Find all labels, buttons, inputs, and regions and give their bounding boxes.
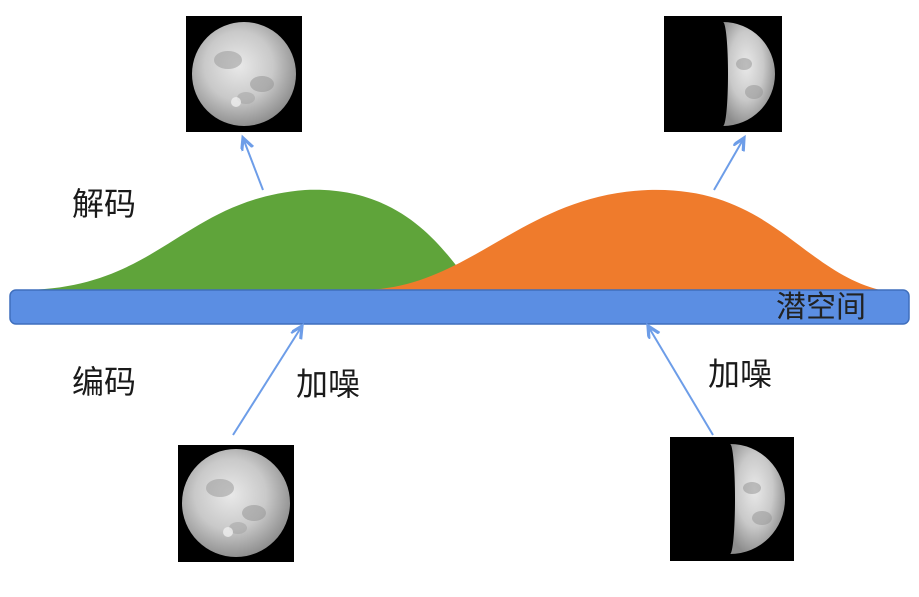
add-noise-label-left: 加噪 [296, 365, 361, 403]
arrow-noise-right [648, 326, 714, 436]
latent-space-label: 潜空间 [776, 290, 866, 325]
encode-label: 编码 [72, 363, 137, 401]
bottom-right-half-moon-image [670, 437, 794, 561]
add-noise-label-right: 加噪 [708, 355, 773, 393]
bottom-left-full-moon-image [178, 445, 294, 562]
latent-space-bar [9, 289, 910, 325]
top-left-full-moon-image [186, 16, 302, 132]
arrow-noise-left [232, 326, 302, 436]
top-right-half-moon-image [664, 16, 782, 132]
full-moon-distribution [20, 189, 475, 290]
decode-label: 解码 [72, 185, 137, 223]
arrow-decode-right [713, 138, 744, 191]
arrow-decode-left [243, 138, 264, 191]
half-moon-distribution [360, 189, 880, 290]
